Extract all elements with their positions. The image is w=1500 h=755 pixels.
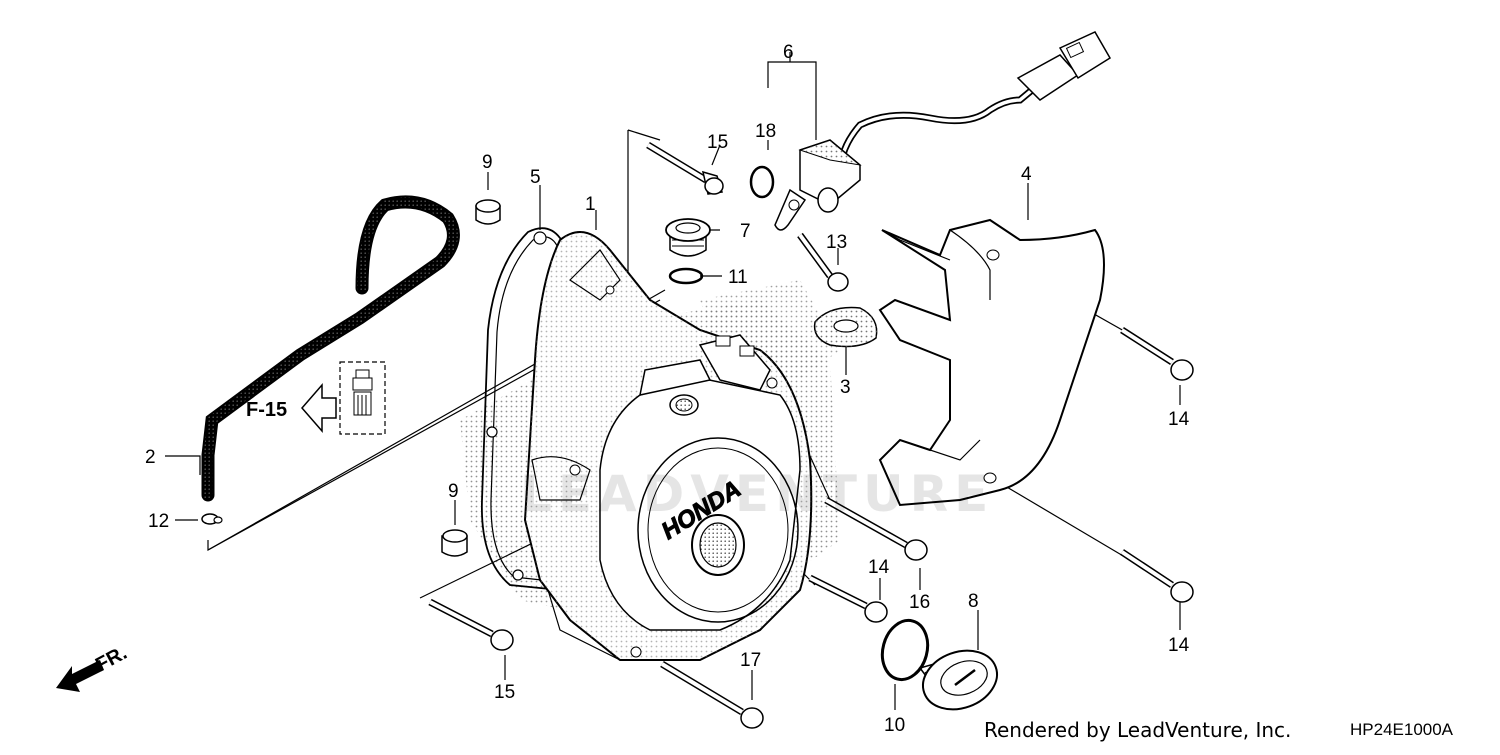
callout-14-upper: 14 (1168, 409, 1190, 430)
timing-hole-plug (918, 649, 998, 711)
o-ring-sensor (749, 165, 775, 199)
render-credit: Rendered by LeadVenture, Inc. (984, 718, 1292, 742)
callout-18: 18 (755, 121, 776, 142)
cover-gasket (481, 227, 621, 593)
bolt-14-lower (1120, 549, 1194, 603)
sprocket-cover (878, 218, 1105, 507)
speed-sensor-harness (774, 31, 1112, 231)
callout-6: 6 (783, 42, 794, 63)
o-ring-plug (880, 618, 930, 682)
callout-numbers: 1 2 3 4 5 6 7 8 9 9 10 11 12 13 14 14 14… (145, 42, 1190, 736)
callout-11: 11 (728, 267, 748, 288)
breather-hose (201, 195, 460, 502)
callout-4: 4 (1021, 164, 1032, 185)
watermark: LEADVENTURE (520, 465, 995, 523)
bolt-13 (797, 232, 849, 292)
bolt-14-upper (1120, 327, 1194, 381)
callout-9-lower: 9 (448, 481, 459, 502)
f15-reference-arrow (301, 382, 337, 434)
callout-14-middle: 14 (868, 557, 890, 578)
callout-8: 8 (968, 591, 979, 612)
left-crankcase-cover: HONDA (523, 231, 813, 661)
bolt-15-lower (428, 598, 514, 651)
front-direction-indicator: FR. (56, 642, 131, 692)
callout-14-lower: 14 (1168, 635, 1190, 656)
hose-fitting (339, 361, 386, 435)
o-ring-small (668, 267, 704, 285)
oil-filler-plug (665, 218, 711, 257)
callout-15-lower: 15 (494, 682, 515, 703)
callout-5: 5 (530, 167, 541, 188)
bolt-15-upper (646, 142, 724, 195)
callout-9-upper: 9 (482, 152, 493, 173)
callout-12: 12 (148, 511, 169, 532)
dowel-pin-lower (441, 529, 468, 557)
callout-3: 3 (840, 377, 851, 398)
callout-13: 13 (826, 232, 847, 253)
callout-1: 1 (585, 194, 596, 215)
bolt-14-middle (808, 574, 888, 623)
dowel-pin-upper (475, 199, 501, 225)
reference-label: F-15 (246, 399, 287, 421)
diagram-code: HP24E1000A (1350, 720, 1454, 739)
callout-16: 16 (909, 592, 930, 613)
clip (201, 513, 223, 525)
callout-10: 10 (884, 715, 905, 736)
bolt-17 (660, 660, 764, 729)
callout-17: 17 (740, 650, 761, 671)
callout-2: 2 (145, 447, 156, 468)
bolt-16 (824, 496, 928, 561)
callout-15-upper: 15 (707, 132, 728, 153)
callout-7: 7 (740, 221, 751, 242)
wire-grommet (813, 306, 878, 348)
